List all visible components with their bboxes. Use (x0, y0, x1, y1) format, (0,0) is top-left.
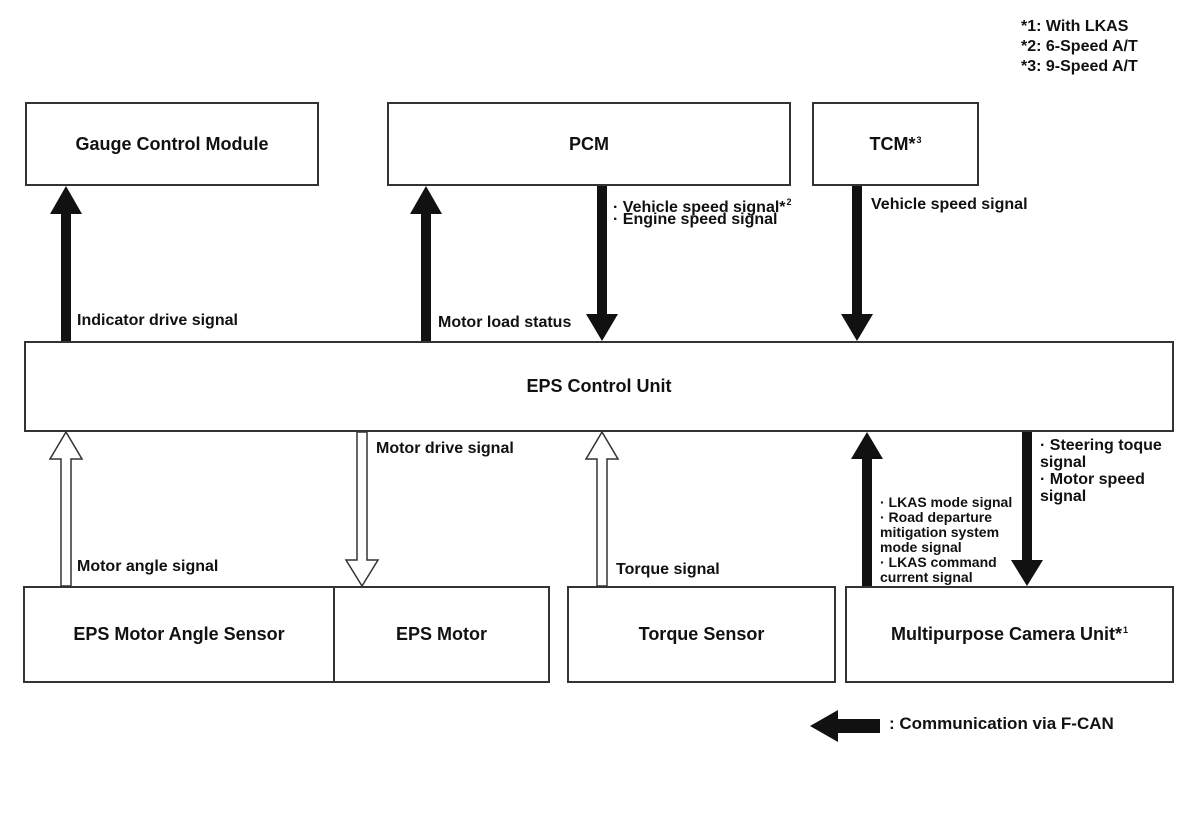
lkas-command-label-2: current signal (880, 569, 973, 585)
motor-speed-label-1: · Motor speed (1040, 471, 1145, 488)
arrow-indicator-drive (50, 186, 82, 341)
motor-load-status-label: Motor load status (438, 314, 572, 331)
note-3: *3: 9-Speed A/T (1021, 58, 1138, 75)
pcm-box: PCM (387, 102, 791, 186)
lkas-command-label-1: · LKAS command (880, 554, 997, 570)
engine-speed-signal-label: · Engine speed signal (613, 211, 778, 228)
steering-toque-label-1: · Steering toque (1040, 437, 1162, 454)
motor-angle-signal-label: Motor angle signal (77, 558, 219, 575)
steering-toque-label-2: signal (1040, 454, 1087, 471)
note-2: *2: 6-Speed A/T (1021, 38, 1138, 55)
eps-motor-angle-sensor-label: EPS Motor Angle Sensor (73, 624, 285, 644)
tcm-vehicle-speed-label: Vehicle speed signal (871, 196, 1028, 213)
torque-sensor-label: Torque Sensor (638, 624, 765, 644)
eps-control-unit-box: EPS Control Unit (24, 341, 1174, 432)
arrow-motor-drive (344, 431, 380, 588)
arrow-steering-signals (1011, 432, 1043, 586)
pcm-vehicle-speed-label: · Vehicle speed signal*2 (613, 197, 792, 216)
multipurpose-camera-unit-box: Multipurpose Camera Unit*1 (845, 586, 1174, 683)
arrow-motor-load (410, 186, 442, 341)
legend-fcan-label: : Communication via F-CAN (889, 714, 1114, 733)
arrow-torque (584, 430, 620, 587)
eps-motor-label: EPS Motor (395, 624, 487, 644)
lkas-mode-signal-label: · LKAS mode signal (880, 494, 1013, 510)
eps-motor-angle-sensor-box: EPS Motor Angle Sensor (23, 586, 335, 683)
legend-fcan-arrow (810, 710, 880, 742)
pcm-label: PCM (569, 133, 609, 154)
tcm-box: TCM*3 (812, 102, 979, 186)
arrow-tcm-speed (841, 186, 873, 341)
road-departure-label-1: · Road departure (880, 509, 993, 525)
tcm-label: TCM*3 (869, 133, 922, 154)
multipurpose-camera-unit-label: Multipurpose Camera Unit*1 (890, 624, 1129, 644)
motor-speed-label-2: signal (1040, 488, 1087, 505)
indicator-drive-signal-label: Indicator drive signal (77, 312, 238, 329)
torque-sensor-box: Torque Sensor (567, 586, 836, 683)
motor-drive-signal-label: Motor drive signal (376, 440, 514, 457)
eps-control-unit-label: EPS Control Unit (526, 376, 672, 396)
arrow-motor-angle (48, 430, 84, 587)
gauge-control-module-box: Gauge Control Module (25, 102, 319, 186)
eps-motor-box: EPS Motor (333, 586, 550, 683)
road-departure-label-2: mitigation system (880, 524, 1000, 540)
arrow-lkas-signals (851, 432, 883, 586)
road-departure-label-3: mode signal (880, 539, 962, 555)
gauge-control-module-label: Gauge Control Module (75, 133, 269, 154)
note-1: *1: With LKAS (1021, 18, 1129, 35)
torque-signal-label: Torque signal (616, 561, 720, 578)
arrow-pcm-speed (586, 186, 618, 341)
